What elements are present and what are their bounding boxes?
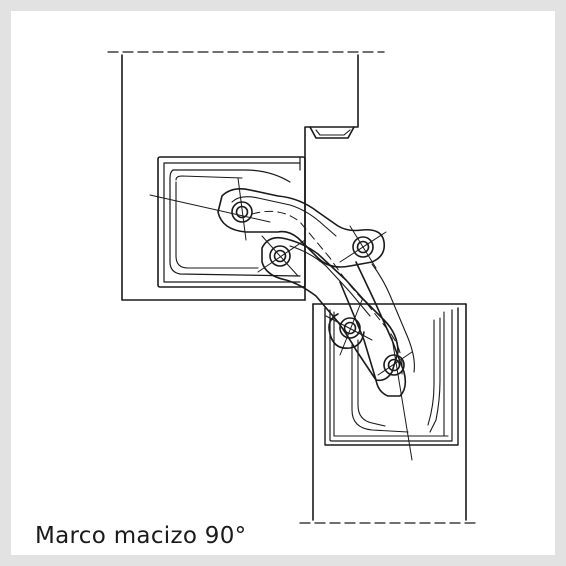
leaf-profile — [299, 303, 479, 524]
lower-link-arm — [261, 236, 399, 382]
drawing-caption: Marco macizo 90° — [35, 523, 247, 549]
frame-pocket — [157, 156, 306, 288]
frame-profile — [107, 51, 385, 301]
upper-link-arm — [217, 188, 415, 397]
axis-lines — [149, 177, 413, 461]
pivot-pins — [231, 201, 405, 376]
leaf-pocket — [324, 307, 459, 446]
